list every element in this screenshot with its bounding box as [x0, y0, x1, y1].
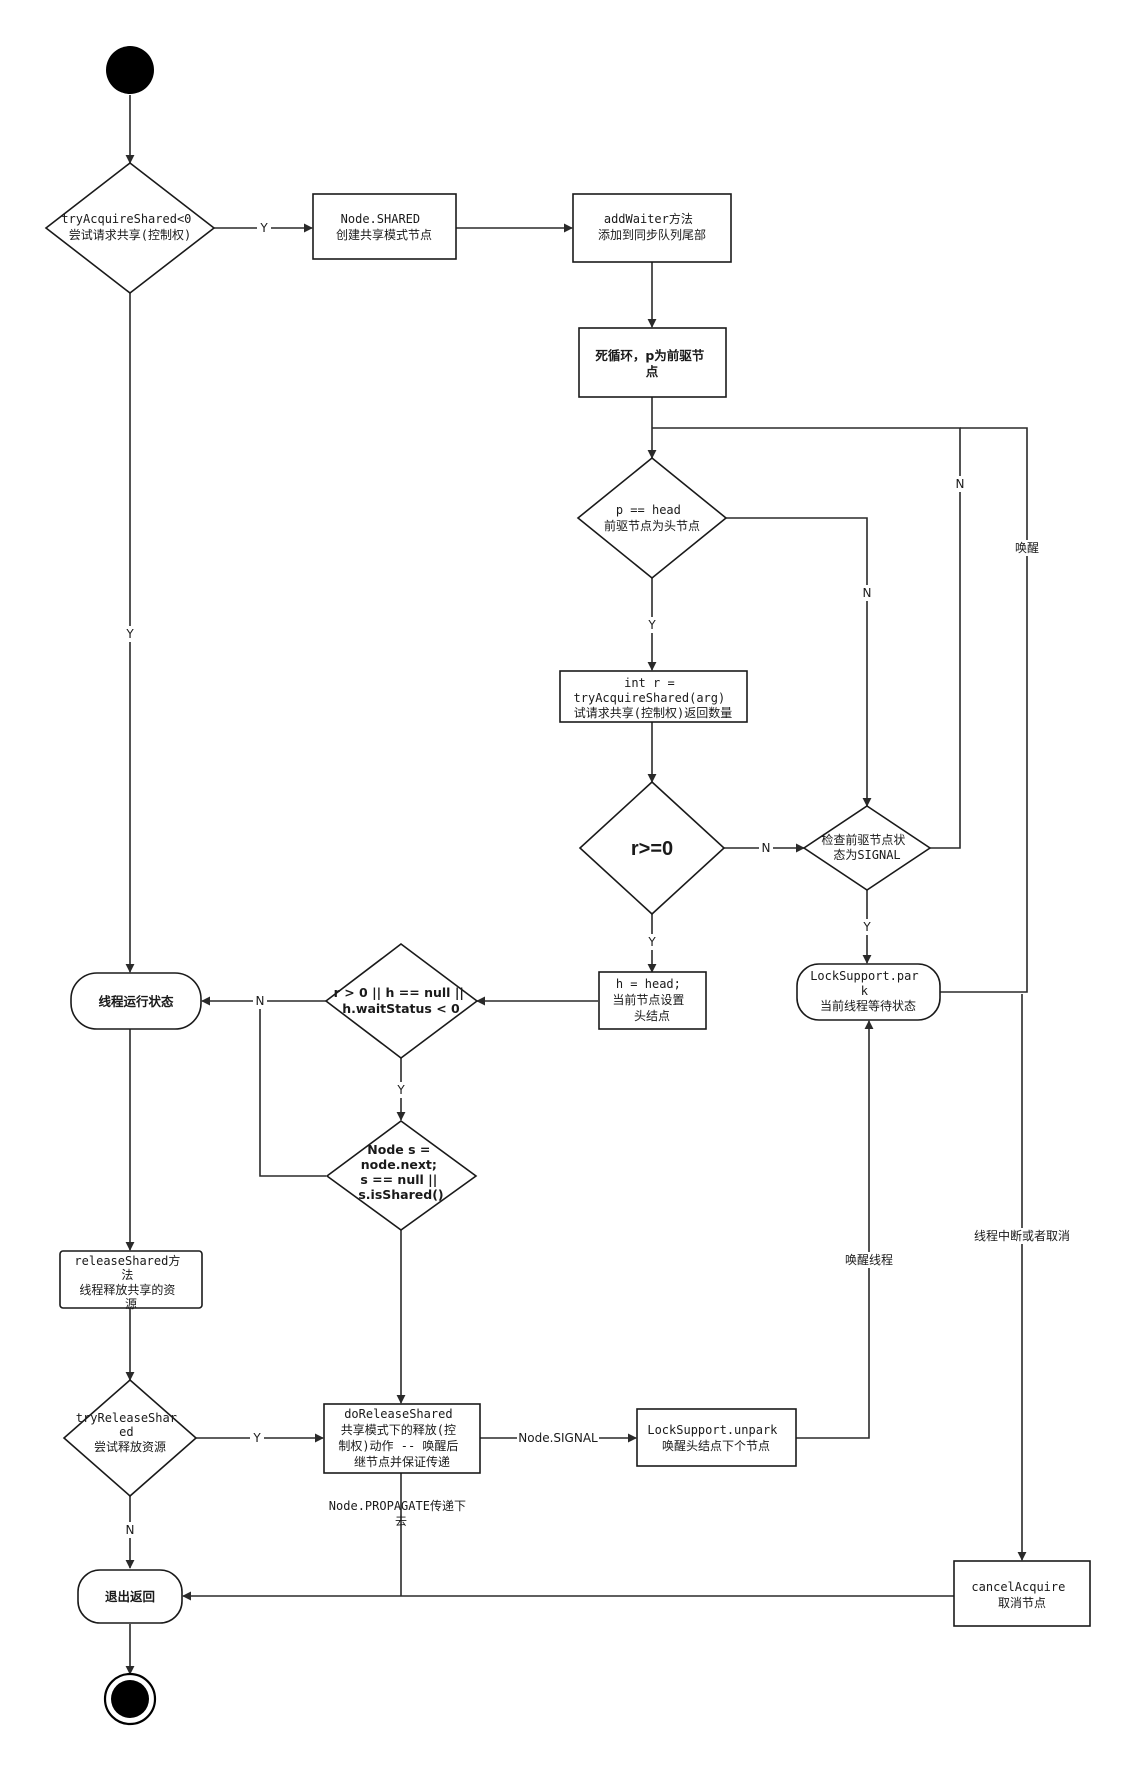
edge-park-wake-loopback — [940, 427, 1028, 993]
decision-r-gt-0 — [324, 942, 479, 1060]
box-thread-running — [70, 972, 202, 1030]
label-check-signal: 检查前驱节点状 态为SIGNAL — [821, 832, 912, 862]
box-lock-support-park — [796, 963, 941, 1021]
label-n-checksignal: N — [956, 477, 965, 491]
label-do-release-shared: doReleaseShared 共享模式下的释放(控 制权)动作 -- 唤醒后 … — [338, 1407, 465, 1469]
decision-p-equals-head — [576, 456, 728, 580]
box-add-waiter — [572, 193, 732, 263]
box-int-r — [559, 670, 748, 723]
label-y-tryacquire: Y — [259, 221, 268, 235]
edge-phead-n-to-checksignal — [726, 517, 872, 807]
label-wake-thread: 唤醒线程 — [845, 1252, 893, 1267]
decision-r-ge-0 — [578, 780, 726, 916]
edge-unpark-to-park — [796, 1020, 874, 1439]
label-interrupt: 线程中断或者取消 — [974, 1228, 1070, 1243]
label-y-checksignal: Y — [862, 920, 871, 934]
label-y-running: Y — [125, 627, 134, 641]
label-node-shared: Node.SHARED 创建共享模式节点 — [336, 212, 432, 242]
label-node-s: Node s = node.next; s == null || s.isSha… — [358, 1142, 443, 1202]
label-lock-support-unpark: LockSupport.unpark 唤醒头结点下个节点 — [647, 1423, 784, 1453]
label-y-rge0: Y — [647, 935, 656, 949]
label-thread-running: 线程运行状态 — [98, 994, 174, 1009]
label-n-rge0: N — [762, 841, 771, 855]
box-lock-support-unpark — [636, 1408, 797, 1467]
edge-nodes-n-to-rcond-n — [259, 1001, 326, 1177]
label-node-signal: Node.SIGNAL — [518, 1431, 598, 1445]
decision-try-acquire-shared — [44, 161, 216, 295]
edge-labels: Y Y Y N N 唤醒 N Y Y N Y Y N Node.SIGNAL 唤… — [123, 220, 1074, 1538]
edge-checksignal-n-loopback — [652, 427, 961, 849]
label-cancel-acquire: cancelAcquire 取消节点 — [971, 1580, 1072, 1610]
label-n-phead: N — [863, 586, 872, 600]
label-try-release-shared: tryReleaseShar ed 尝试释放资源 — [76, 1411, 184, 1454]
nodes: tryAcquireShared<0 尝试请求共享(控制权) Node.SHAR… — [44, 46, 1091, 1726]
label-p-equals-head: p == head 前驱节点为头节点 — [604, 503, 700, 533]
label-propagate: Node.PROPAGATE传递下 去 — [329, 1498, 473, 1528]
label-add-waiter: addWaiter方法 添加到同步队列尾部 — [598, 211, 706, 242]
label-y-phead: Y — [647, 618, 656, 632]
label-try-acquire-shared: tryAcquireShared<0 尝试请求共享(控制权) — [61, 212, 198, 242]
label-n-rcond: N — [256, 994, 265, 1008]
label-exit-return: 退出返回 — [105, 1589, 155, 1604]
label-r-ge-0: r>=0 — [631, 838, 673, 860]
label-release-shared: releaseShared方 法 线程释放共享的资 源 — [74, 1253, 187, 1311]
box-release-shared — [59, 1250, 203, 1309]
box-set-head — [598, 971, 707, 1030]
box-infinite-loop — [578, 327, 727, 398]
label-y-rcond: Y — [396, 1083, 405, 1097]
label-int-r: int r = tryAcquireShared(arg) 试请求共享(控制权)… — [574, 676, 733, 720]
decision-try-release-shared — [62, 1378, 198, 1498]
box-exit-return — [77, 1569, 183, 1624]
decision-node-s — [325, 1120, 478, 1231]
label-r-gt-0: r > 0 || h == null || h.waitStatus < 0 — [334, 985, 469, 1016]
label-n-tryrelease: N — [126, 1523, 135, 1537]
label-set-head: h = head; 当前节点设置 头结点 — [612, 977, 691, 1023]
start-node — [106, 46, 154, 94]
decision-check-signal — [802, 805, 932, 891]
label-infinite-loop: 死循环，p为前驱节 点 — [594, 348, 708, 379]
label-lock-support-park: LockSupport.par k 当前线程等待状态 — [810, 969, 926, 1013]
label-wake: 唤醒 — [1015, 541, 1039, 555]
box-do-release-shared — [323, 1403, 481, 1474]
label-y-tryrelease: Y — [252, 1431, 261, 1445]
end-node-core — [111, 1680, 149, 1718]
box-cancel-acquire — [953, 1560, 1091, 1627]
box-node-shared — [312, 193, 457, 260]
